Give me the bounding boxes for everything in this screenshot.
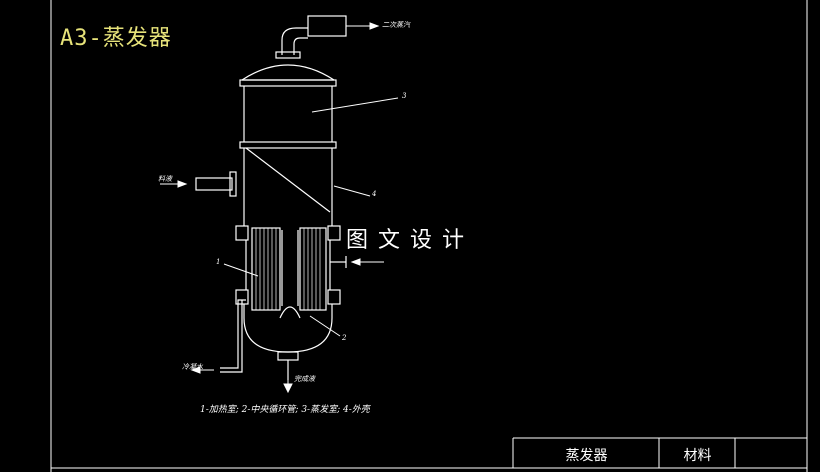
sheet-title: A3-蒸发器	[60, 26, 172, 51]
callout-number-4: 4	[372, 190, 377, 198]
callout-steam-out: 二次蒸汽	[382, 21, 410, 29]
sheet-border	[50, 0, 808, 472]
leader-lines	[160, 22, 399, 394]
callout-condensate: 冷凝水	[182, 363, 203, 371]
callout-feed-in: 料液	[158, 175, 172, 183]
callout-number-3: 3	[402, 92, 407, 100]
callout-number-1: 1	[216, 258, 221, 266]
watermark-text: 图文设计	[346, 228, 475, 253]
title-block-material-label: 材料	[683, 448, 712, 464]
parts-legend: 1-加热室; 2-中央循环管; 3-蒸发室; 4-外壳	[200, 405, 370, 415]
title-block-name: 蒸发器	[565, 448, 608, 464]
callout-product-out: 完成液	[294, 375, 315, 383]
callout-number-2: 2	[342, 334, 347, 342]
evaporator-outline	[195, 15, 347, 380]
tube-hatching	[255, 228, 321, 310]
title-block-grid	[512, 437, 807, 468]
